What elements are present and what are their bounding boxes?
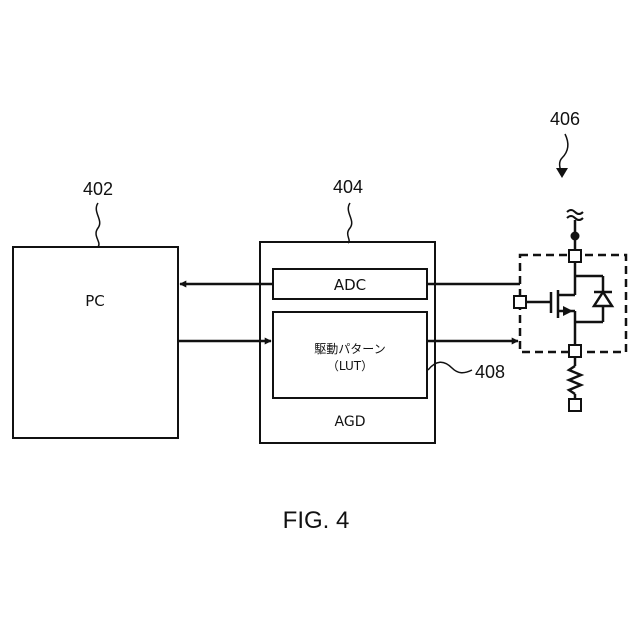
lut-block: 駆動パターン （LUT）: [273, 312, 427, 398]
agd-label: AGD: [335, 414, 366, 430]
pc-label: PC: [85, 292, 105, 310]
ac-symbol-icon: [567, 210, 583, 214]
pc-block: PC: [13, 247, 178, 438]
drain-terminal: [569, 250, 581, 262]
ref-label-402: 402: [83, 179, 113, 199]
source-terminal: [569, 345, 581, 357]
lut-label-line1: 駆動パターン: [314, 342, 385, 356]
leader-arrowhead-406: [556, 168, 568, 178]
ref-label-406: 406: [550, 109, 580, 129]
ref-label-408: 408: [475, 362, 505, 382]
leader-line-406: [560, 134, 568, 172]
ref-label-404: 404: [333, 177, 363, 197]
figure-caption: FIG. 4: [283, 507, 350, 534]
adc-block: ADC: [273, 269, 427, 299]
adc-label: ADC: [334, 276, 366, 294]
leader-line-404: [348, 203, 352, 243]
mosfet-icon: [526, 262, 575, 345]
sense-terminal: [569, 399, 581, 411]
resistor-icon: [569, 366, 581, 394]
leader-line-402: [96, 203, 100, 247]
lut-label-line2: （LUT）: [327, 359, 373, 373]
power-device-module: [514, 210, 626, 411]
diode-icon: [575, 276, 612, 322]
gate-terminal: [514, 296, 526, 308]
